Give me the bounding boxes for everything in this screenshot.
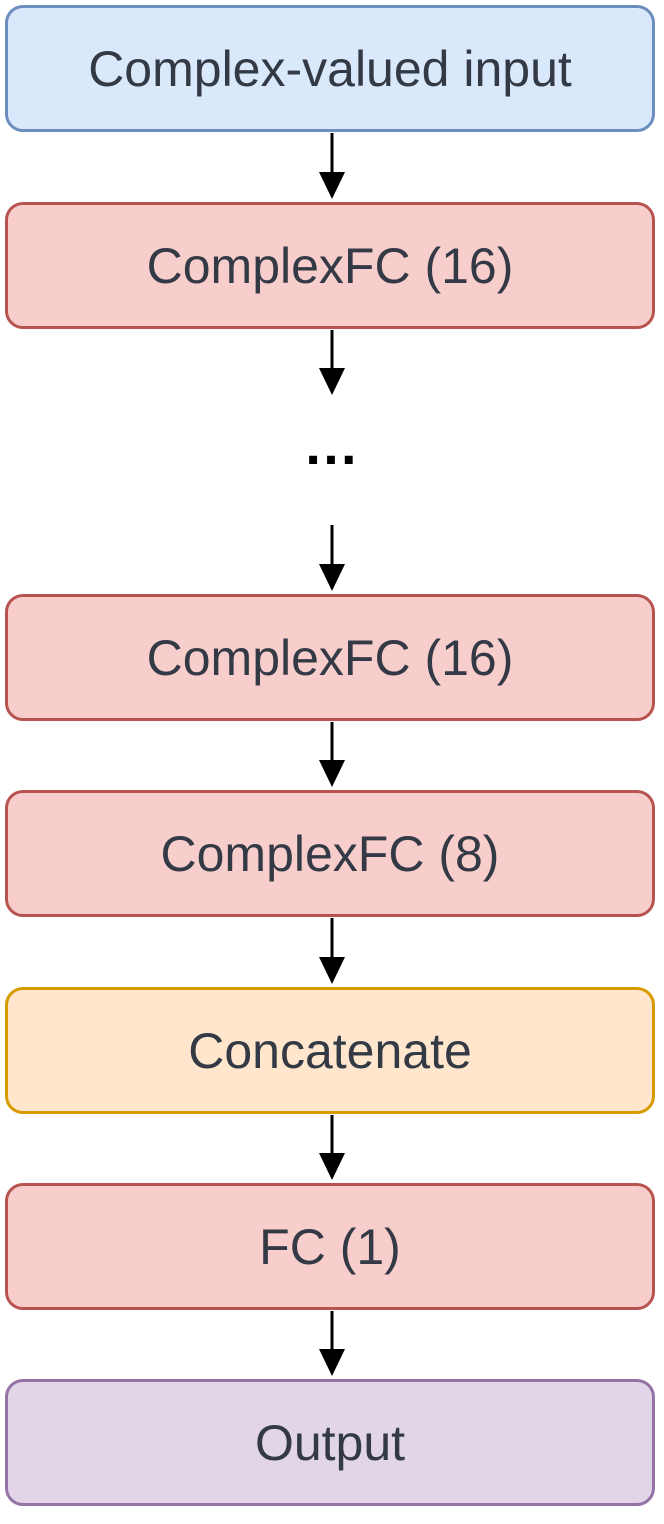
node-complexfc-8: ComplexFC (8) [5, 790, 655, 917]
arrow-fc1-to-ellipsis [319, 330, 345, 395]
layer-ellipsis: … [303, 413, 361, 476]
arrow-fc3-to-concat [319, 918, 345, 984]
arrow-fc4-to-output [319, 1311, 345, 1376]
node-fc-1: FC (1) [5, 1183, 655, 1310]
arrow-input-to-fc1 [319, 133, 345, 199]
arrow-ellipsis-to-fc2 [319, 525, 345, 591]
arrow-fc2-to-fc3 [319, 722, 345, 787]
node-complexfc-16-first: ComplexFC (16) [5, 202, 655, 329]
node-complexfc-16-second: ComplexFC (16) [5, 594, 655, 721]
node-output: Output [5, 1379, 655, 1506]
node-concatenate: Concatenate [5, 987, 655, 1114]
arrow-concat-to-fc4 [319, 1115, 345, 1180]
node-complex-valued-input: Complex-valued input [5, 5, 655, 132]
